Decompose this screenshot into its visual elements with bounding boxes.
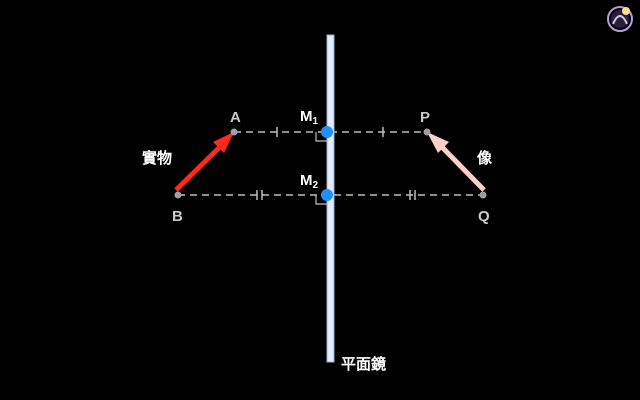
image-label: 像 bbox=[477, 149, 493, 167]
image-arrow bbox=[436, 141, 486, 192]
object-arrow-head bbox=[213, 132, 234, 153]
mirror-point-m2 bbox=[321, 189, 333, 201]
label-m2-sub: 2 bbox=[313, 180, 319, 191]
right-angle-mark-m1 bbox=[315, 132, 327, 142]
label-m2-main: M bbox=[300, 172, 313, 189]
object-label: 實物 bbox=[142, 149, 172, 167]
label-b: B bbox=[172, 208, 183, 225]
point-q-dot bbox=[479, 191, 487, 199]
label-m1-sub: 1 bbox=[313, 116, 319, 127]
mirror-label: 平面鏡 bbox=[341, 355, 386, 373]
point-a-dot bbox=[230, 128, 238, 136]
owl-logo-icon bbox=[607, 6, 633, 32]
label-p: P bbox=[420, 109, 430, 126]
mirror-point-m1 bbox=[321, 126, 333, 138]
point-p-dot bbox=[423, 128, 431, 136]
image-arrow-head bbox=[427, 132, 449, 153]
label-m2: M2 bbox=[300, 172, 319, 191]
label-q: Q bbox=[478, 208, 490, 225]
label-a: A bbox=[230, 109, 241, 126]
point-b-dot bbox=[174, 191, 182, 199]
label-m1: M1 bbox=[300, 108, 319, 127]
object-arrow bbox=[174, 139, 228, 192]
label-m1-main: M bbox=[300, 108, 313, 125]
right-angle-mark-m2 bbox=[315, 195, 327, 205]
